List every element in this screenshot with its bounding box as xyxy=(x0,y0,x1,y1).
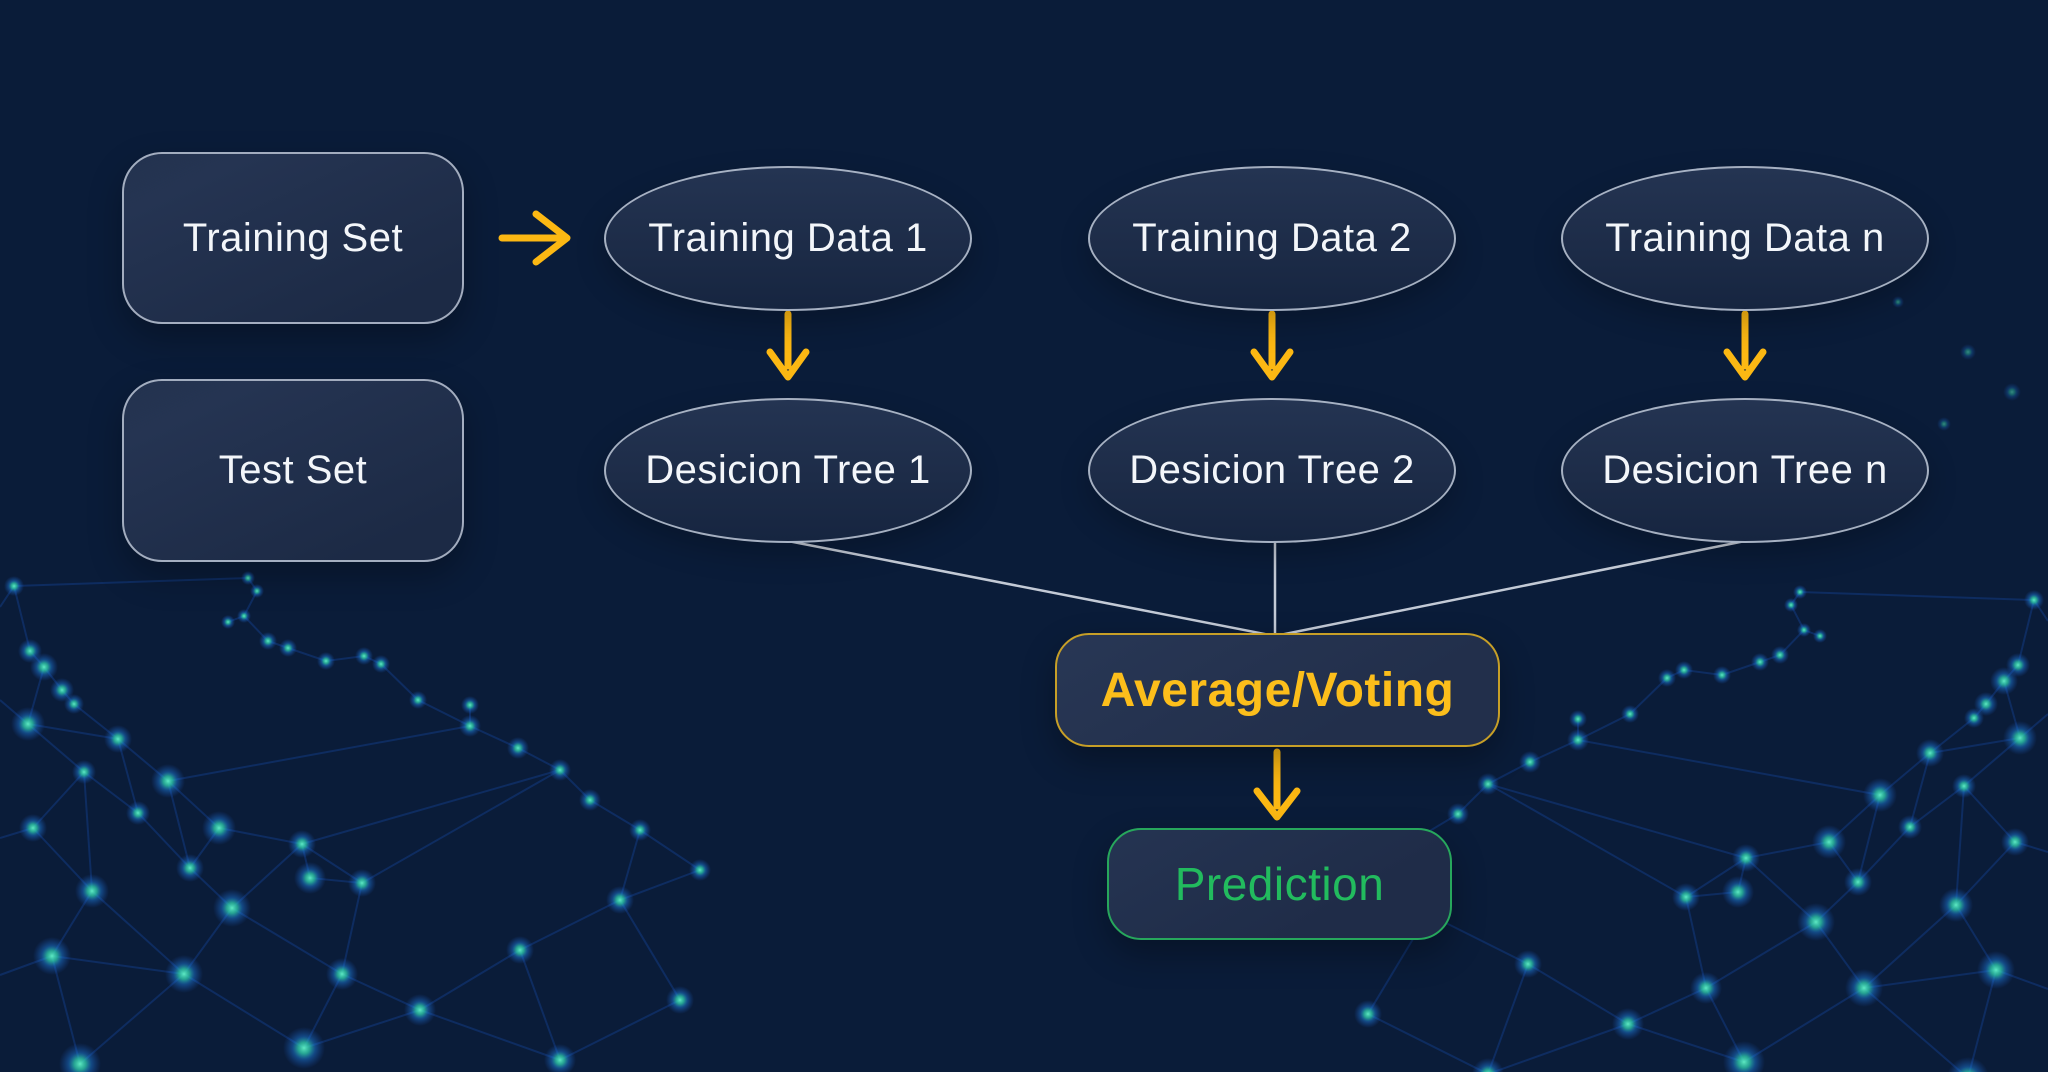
training-set-node: Training Set xyxy=(122,152,464,324)
decision-tree-n-label: Desicion Tree n xyxy=(1602,448,1888,492)
average-voting-node: Average/Voting xyxy=(1055,633,1500,747)
decision-tree-n-ellipse: Desicion Tree n xyxy=(1561,398,1929,543)
test-set-node: Test Set xyxy=(122,379,464,562)
average-voting-label: Average/Voting xyxy=(1100,663,1455,717)
training-set-label: Training Set xyxy=(182,215,404,260)
training-data-n-label: Training Data n xyxy=(1605,216,1885,260)
arrow-down-icon xyxy=(1250,310,1294,381)
training-data-n-ellipse: Training Data n xyxy=(1561,166,1929,311)
decision-tree-1-label: Desicion Tree 1 xyxy=(645,448,931,492)
prediction-node: Prediction xyxy=(1107,828,1452,940)
arrow-down-icon xyxy=(1723,310,1767,381)
test-set-label: Test Set xyxy=(218,448,368,492)
decision-tree-2-ellipse: Desicion Tree 2 xyxy=(1088,398,1456,543)
arrow-down-icon xyxy=(1253,748,1301,821)
training-data-2-label: Training Data 2 xyxy=(1132,216,1412,260)
training-data-1-label: Training Data 1 xyxy=(648,216,928,260)
training-data-1-ellipse: Training Data 1 xyxy=(604,166,972,311)
training-data-2-ellipse: Training Data 2 xyxy=(1088,166,1456,311)
decision-tree-1-ellipse: Desicion Tree 1 xyxy=(604,398,972,543)
decision-tree-2-label: Desicion Tree 2 xyxy=(1129,448,1415,492)
arrow-down-icon xyxy=(766,310,810,381)
converging-lines xyxy=(787,539,1746,638)
prediction-label: Prediction xyxy=(1174,858,1385,910)
arrow-right-icon xyxy=(498,210,571,266)
